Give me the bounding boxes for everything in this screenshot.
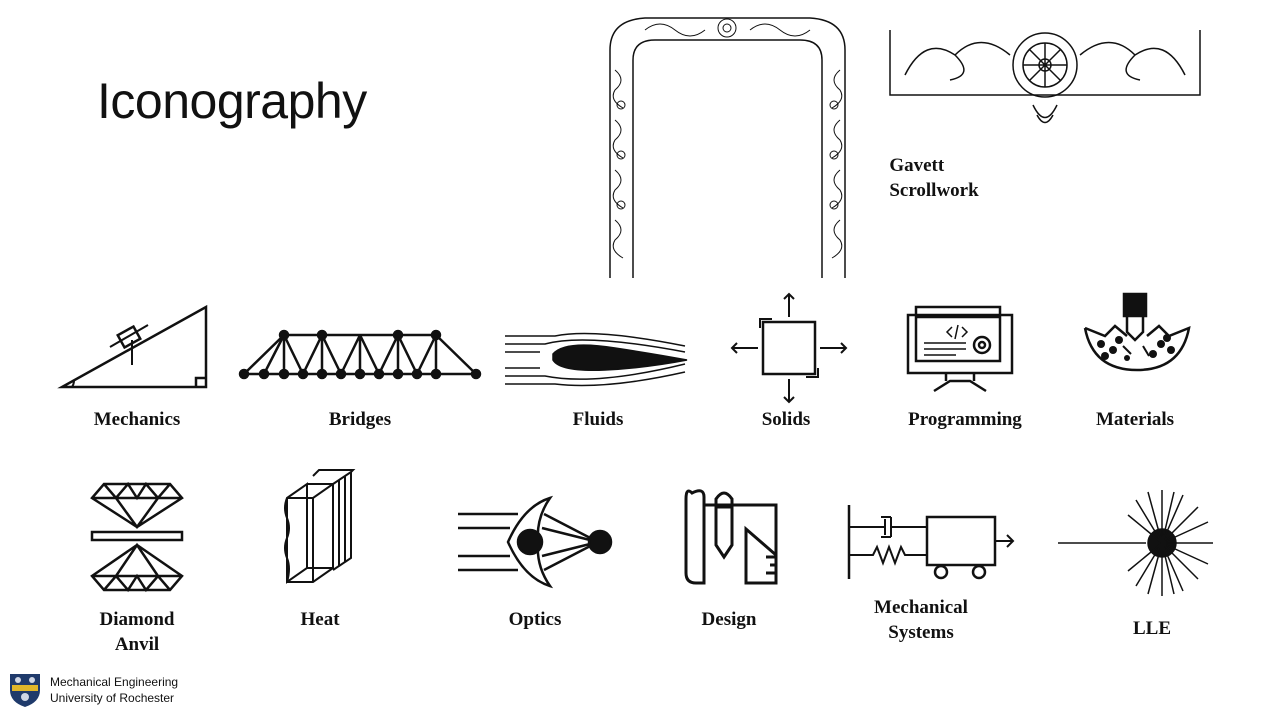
label-programming: Programming	[908, 409, 1022, 430]
scrollwork-label-line1: Gavett	[889, 155, 945, 176]
heat-icon	[284, 469, 356, 584]
label-lle: LLE	[1132, 618, 1172, 639]
label-materials: Materials	[1095, 409, 1175, 430]
label-solids: Solids	[761, 409, 811, 430]
scrollwork-arch-image	[609, 17, 846, 278]
mechanics-icon	[57, 304, 208, 389]
scrollwork-banner-image	[889, 30, 1201, 124]
footer-text: Mechanical Engineering University of Roc…	[50, 674, 178, 706]
mechanical-systems-icon	[847, 505, 1015, 580]
bridges-icon	[238, 329, 482, 380]
label-diamond-anvil: Diamond Anvil	[100, 607, 175, 657]
label-mechanical-systems-line2: Systems	[888, 622, 954, 643]
footer: Mechanical Engineering University of Roc…	[8, 672, 178, 708]
label-design: Design	[701, 609, 757, 630]
materials-icon	[1083, 292, 1191, 372]
label-bridges: Bridges	[328, 409, 392, 430]
label-mechanical-systems: Mechanical Systems	[874, 595, 968, 645]
university-shield-logo	[10, 674, 40, 707]
label-mechanics: Mechanics	[93, 409, 181, 430]
design-icon	[684, 489, 778, 585]
diamond-anvil-icon	[90, 481, 184, 593]
programming-icon	[906, 305, 1014, 393]
label-optics: Optics	[508, 609, 562, 630]
fluids-icon	[505, 332, 688, 387]
footer-university: University of Rochester	[50, 691, 175, 705]
page-title: Iconography	[97, 73, 367, 129]
label-fluids: Fluids	[572, 409, 624, 430]
scrollwork-label-line2: Scrollwork	[889, 180, 979, 201]
label-mechanical-systems-line1: Mechanical	[874, 597, 968, 618]
footer-department: Mechanical Engineering	[50, 675, 179, 689]
solids-icon	[730, 292, 848, 404]
label-heat: Heat	[300, 609, 340, 630]
lle-laser-icon	[1058, 490, 1213, 596]
label-diamond-anvil-line2: Anvil	[114, 634, 160, 655]
optics-icon	[458, 495, 613, 589]
scrollwork-label: Gavett Scrollwork	[889, 153, 978, 203]
label-diamond-anvil-line1: Diamond	[99, 609, 175, 630]
